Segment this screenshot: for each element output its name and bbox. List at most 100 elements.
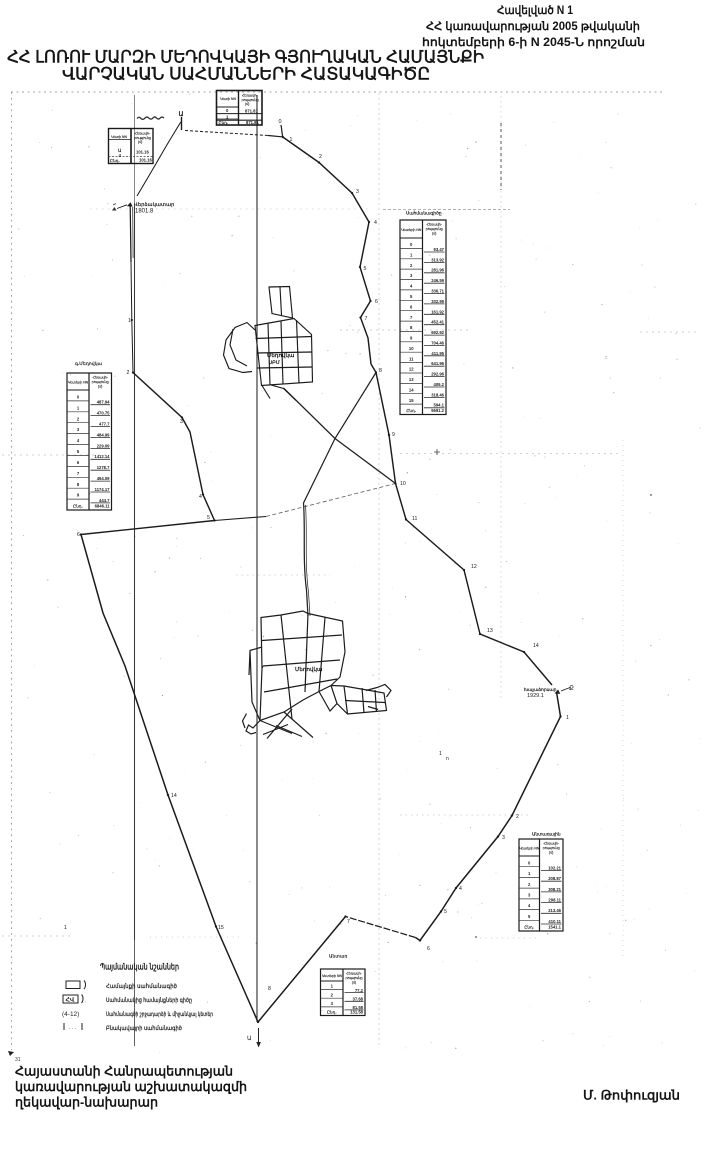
svg-text:704.46: 704.46 [431,340,444,345]
svg-text:871.81: 871.81 [246,120,259,125]
svg-text:444.7: 444.7 [99,498,110,503]
svg-text:3: 3 [77,427,80,432]
svg-text:298.11: 298.11 [548,898,561,903]
svg-text:Հեռավո-: Հեռավո- [543,842,559,846]
svg-text:101.16: 101.16 [139,158,152,163]
svg-text:7: 7 [410,315,413,320]
svg-text:8: 8 [379,368,382,374]
svg-text:14: 14 [409,388,414,393]
svg-text:7: 7 [77,471,80,476]
svg-text:14: 14 [533,643,539,649]
svg-text:1801.8: 1801.8 [135,209,154,215]
svg-text:(մ): (մ) [138,140,142,144]
svg-text:4: 4 [410,284,413,289]
svg-text:9: 9 [77,493,80,498]
svg-text:Կետերի NN: Կետերի NN [68,381,89,385]
svg-text:7: 7 [365,316,368,322]
svg-text:1278.7: 1278.7 [97,465,110,470]
svg-text:ՀՀ կառավարության 2005 թվականի: ՀՀ կառավարության 2005 թվականի [426,20,640,33]
svg-text:Հեռավո-: Հեռավո- [426,223,442,227]
svg-text:Անտառային: Անտառային [532,832,561,837]
svg-text:213.46: 213.46 [548,908,561,913]
svg-text:3: 3 [410,273,413,278]
svg-text:6846.11: 6846.11 [95,504,111,509]
svg-text:Մ. Թոփուզյան: Մ. Թոփուզյան [583,1088,680,1103]
svg-text:0: 0 [77,395,80,400]
svg-text:281.96: 281.96 [431,268,444,273]
svg-text:Ընդ.: Ընդ. [110,158,120,163]
svg-text:4: 4 [199,494,202,500]
svg-text:6: 6 [410,304,413,309]
svg-text:1: 1 [439,751,442,757]
svg-text:6: 6 [77,460,80,465]
svg-text:411.95: 411.95 [431,351,444,356]
svg-text:292.96: 292.96 [431,372,444,377]
svg-text:13: 13 [487,628,493,634]
svg-text:1: 1 [566,715,569,721]
svg-text:477.7: 477.7 [99,422,110,427]
svg-text:5: 5 [444,909,447,915]
svg-text:6: 6 [375,299,378,305]
svg-text:4: 4 [528,903,531,908]
svg-text:(մ): (մ) [245,102,249,106]
svg-text:1: 1 [77,405,80,410]
svg-text:246.59: 246.59 [431,278,444,283]
svg-text:10: 10 [400,481,406,487]
svg-text:Հայաստանի Հանրապետության: Հայաստանի Հանրապետության [15,1064,233,1079]
svg-text:ՀՎ: ՀՎ [66,997,75,1004]
svg-text:410.11: 410.11 [548,919,561,924]
svg-text:Ա: Ա [118,148,121,153]
svg-text:1: 1 [528,871,531,876]
svg-text:7: 7 [347,919,350,925]
svg-text:14: 14 [171,793,177,799]
svg-text:1: 1 [64,925,67,931]
svg-text:Հեռավո-: Հեռավո- [135,131,151,135]
svg-text:9: 9 [410,336,413,341]
svg-text:2: 2 [331,992,334,997]
svg-text:3: 3 [528,893,531,898]
svg-text:131.58: 131.58 [350,1010,363,1015]
svg-text:1: 1 [410,253,413,258]
svg-text:Ընդ.: Ընդ. [327,1010,337,1015]
svg-text:Հեռավո-: Հեռավո- [346,972,362,976]
svg-text:13: 13 [409,377,414,382]
svg-text:0: 0 [410,242,413,247]
svg-text:Համայնքի սահմանագիծ: Համայնքի սահմանագիծ [106,982,177,990]
svg-text:470.75: 470.75 [97,411,110,416]
svg-text:308.21: 308.21 [548,887,561,892]
svg-text:871.81: 871.81 [245,109,258,114]
svg-text:2: 2 [528,882,531,887]
svg-text:(մ): (մ) [352,980,356,984]
svg-text:93.47: 93.47 [434,247,445,252]
svg-text:452.41: 452.41 [431,320,444,325]
svg-text:1: 1 [226,114,229,119]
svg-text:. . .: . . . [69,1025,76,1031]
svg-text:(մ): (մ) [549,850,553,854]
svg-text:ՍԲՄ: ՍԲՄ [269,359,280,366]
svg-text:0: 0 [279,119,282,125]
svg-text:6: 6 [77,532,80,538]
svg-text:Ընդ.: Ընդ. [524,925,534,930]
svg-text:Խաչաձորսար: Խաչաձորսար [524,687,557,692]
svg-text:1: 1 [331,984,334,989]
svg-text:11: 11 [409,356,414,361]
svg-text:Կետերի NN: Կետերի NN [519,847,540,851]
svg-text:692.92: 692.92 [431,330,444,335]
svg-text:րությունը: րությունը [543,846,560,850]
svg-text:101.16: 101.16 [136,150,149,155]
svg-text:15: 15 [218,925,224,931]
svg-text:4: 4 [374,220,377,226]
svg-text:Բնակավայրի սահմանագիծ: Բնակավայրի սահմանագիծ [106,1024,182,1032]
svg-text:1174.17: 1174.17 [95,487,111,492]
svg-text:Մեդովկա: Մեդովկա [295,666,323,673]
svg-text:313.92: 313.92 [431,257,444,262]
svg-text:(4-12): (4-12) [62,1011,79,1018]
svg-text:494.09: 494.09 [97,476,110,481]
svg-text:Ա: Ա [247,1035,252,1042]
svg-text:3: 3 [502,835,505,841]
svg-text:1541.1: 1541.1 [548,925,561,930]
svg-text:2: 2 [319,154,322,160]
svg-text:1412.14: 1412.14 [94,454,110,459]
svg-text:12: 12 [409,367,414,372]
svg-text:102.21: 102.21 [548,865,561,870]
